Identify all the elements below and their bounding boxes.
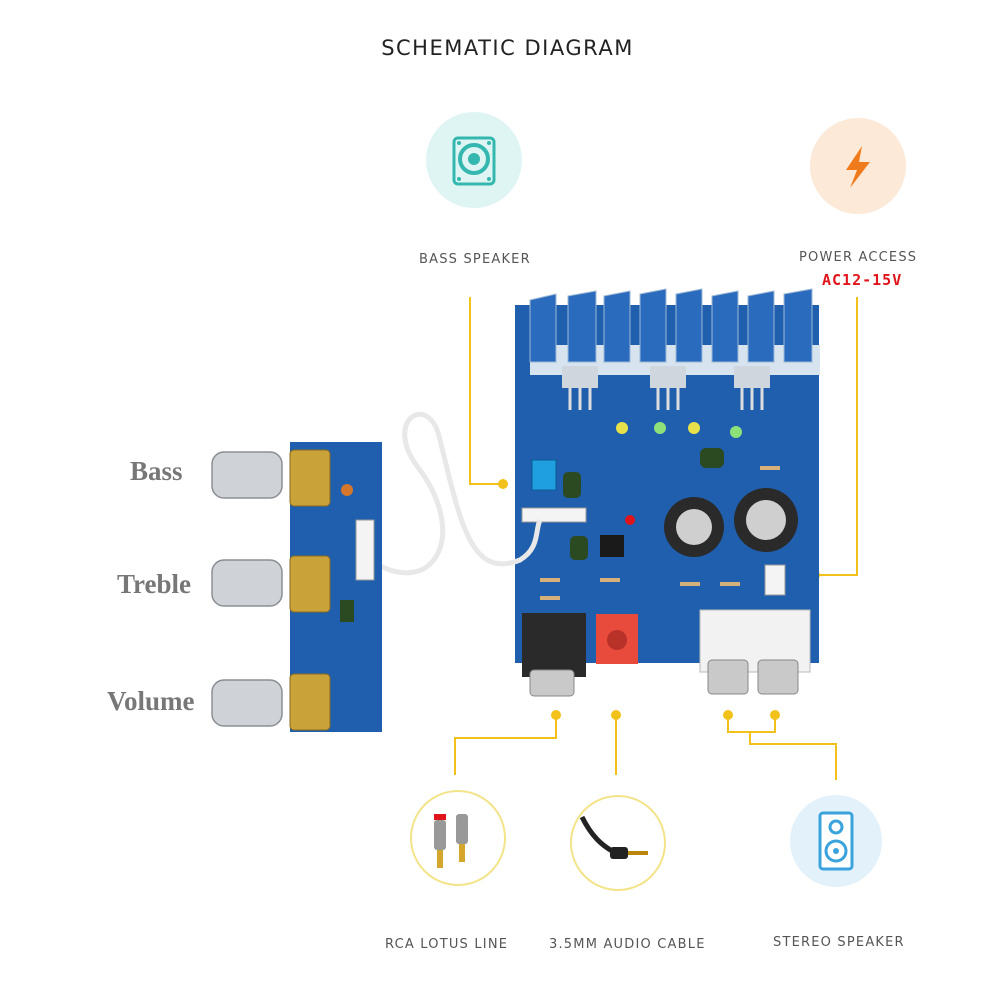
potentiometers <box>289 449 331 731</box>
speaker-cabinet-icon <box>790 795 882 887</box>
diagram-title: SCHEMATIC DIAGRAM <box>381 36 634 60</box>
power-voltage-label: AC12-15V <box>822 271 903 289</box>
rca-line-label: RCA LOTUS LINE <box>385 937 509 952</box>
knobs <box>211 451 283 727</box>
bass-speaker-label: BASS SPEAKER <box>419 252 531 267</box>
connector-lines <box>454 297 858 780</box>
volume-control-label: Volume <box>107 686 195 716</box>
audio-jack-icon <box>570 795 666 891</box>
rca-plug-icon <box>410 790 506 886</box>
bass-speaker-icon <box>426 112 522 208</box>
ribbon-cable <box>368 411 543 576</box>
pcb-components <box>521 422 798 600</box>
audio-cable-label: 3.5MM AUDIO CABLE <box>549 937 706 952</box>
bass-control-label: Bass <box>130 456 183 486</box>
stereo-speaker-label: STEREO SPEAKER <box>773 935 905 950</box>
treble-control-label: Treble <box>117 569 191 599</box>
power-access-label: POWER ACCESS <box>799 250 918 265</box>
lightning-icon <box>810 118 906 214</box>
heatsink <box>529 288 820 410</box>
